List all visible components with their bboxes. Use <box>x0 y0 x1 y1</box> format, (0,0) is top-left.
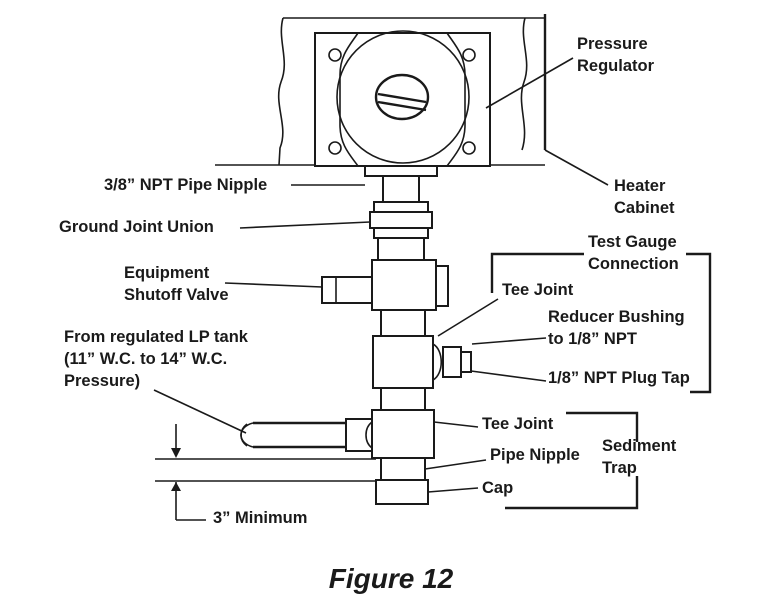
upper-tee-joint <box>372 335 472 389</box>
label-shutoff-valve-2: Shutoff Valve <box>124 286 229 304</box>
npt-pipe-nipple <box>364 165 438 203</box>
label-minimum: 3” Minimum <box>213 509 307 527</box>
label-reducer-bushing-2: to 1/8” NPT <box>548 330 637 348</box>
pressure-regulator <box>314 30 491 167</box>
label-reducer-bushing-1: Reducer Bushing <box>548 308 685 326</box>
pipe-segment <box>380 309 426 337</box>
label-sediment-trap-1: Sediment <box>602 437 677 455</box>
ground-joint-union <box>369 201 433 261</box>
figure-caption: Figure 12 <box>329 563 454 594</box>
label-tee-joint-upper: Tee Joint <box>502 281 574 299</box>
lower-tee-joint <box>365 409 435 459</box>
label-pipe-nipple-38: 3/8” NPT Pipe Nipple <box>104 176 267 194</box>
label-tee-joint-lower: Tee Joint <box>482 415 554 433</box>
sediment-cap <box>375 479 429 505</box>
label-cap: Cap <box>482 479 513 497</box>
inlet-pipe <box>240 418 373 452</box>
sediment-pipe-nipple <box>380 457 426 481</box>
brackets <box>490 252 712 510</box>
heater-cabinet <box>215 14 547 166</box>
label-test-gauge-1: Test Gauge <box>588 233 677 251</box>
label-heater-cabinet-2: Cabinet <box>614 199 675 217</box>
label-lp-tank-1: From regulated LP tank <box>64 328 249 346</box>
label-plug-tap: 1/8” NPT Plug Tap <box>548 369 690 387</box>
pipe-segment <box>380 387 426 411</box>
plug-tap <box>460 351 472 373</box>
leader-lines <box>153 57 609 493</box>
minimum-dimension <box>155 424 376 521</box>
label-pipe-nipple: Pipe Nipple <box>490 446 580 464</box>
label-test-gauge-2: Connection <box>588 255 679 273</box>
label-pressure-regulator-1: Pressure <box>577 35 648 53</box>
label-lp-tank-2: (11” W.C. to 14” W.C. <box>64 350 227 368</box>
label-ground-joint-union: Ground Joint Union <box>59 218 214 236</box>
shutoff-valve <box>321 259 449 311</box>
label-lp-tank-3: Pressure) <box>64 372 140 390</box>
label-shutoff-valve-1: Equipment <box>124 264 210 282</box>
label-pressure-regulator-2: Regulator <box>577 57 655 75</box>
reducer-bushing <box>442 346 462 378</box>
label-heater-cabinet-1: Heater <box>614 177 666 195</box>
label-sediment-trap-2: Trap <box>602 459 637 477</box>
